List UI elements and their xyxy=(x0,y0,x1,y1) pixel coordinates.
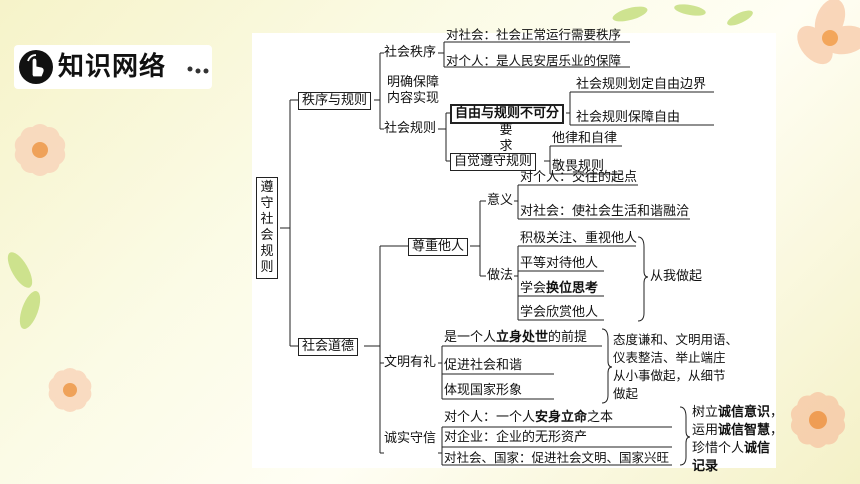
social-order-label: 社会秩序 xyxy=(384,45,437,60)
morality-node: 社会道德 xyxy=(298,338,359,356)
honesty-note-3-key: 诚信 xyxy=(744,441,771,456)
freedom-item-boundary: 社会规则划定自由边界 xyxy=(576,77,707,92)
honesty-note-3a: 珍惜个人 xyxy=(692,441,745,456)
flower-decoration-left xyxy=(7,124,92,412)
mind-map-connectors xyxy=(280,41,714,466)
civility-item-image: 体现国家形象 xyxy=(444,383,523,398)
meaning-item-individual: 对个人：交往的起点 xyxy=(520,170,638,185)
honesty-item-enterprise: 对企业：企业的无形资产 xyxy=(444,430,588,445)
observe-item-discipline: 他律和自律 xyxy=(552,131,618,146)
honesty-item-individual-a: 对个人：一个人 xyxy=(444,410,536,425)
section-badge: 知识网络 xyxy=(14,45,212,89)
social-rules-label: 社会规则 xyxy=(384,121,437,136)
honesty-note-1b: ， xyxy=(770,405,784,420)
page-title: 知识网络 xyxy=(58,52,167,82)
honesty-note-4-key: 记录 xyxy=(692,459,719,474)
method-item-empathy-prefix: 学会 xyxy=(520,281,547,296)
hand-pointer-icon xyxy=(19,50,53,84)
honesty-note-4: 记录 xyxy=(692,459,718,475)
guarantee-label: 保障实现 xyxy=(412,75,439,106)
order-rules-node: 秩序与规则 xyxy=(298,92,372,110)
order-item-individual: 对个人：是人民安居乐业的保障 xyxy=(446,53,622,68)
observe-rules-node: 自觉遵守规则 xyxy=(450,153,537,171)
order-item-society: 对社会：社会正常运行需要秩序 xyxy=(446,27,622,42)
honesty-note-2: 运用诚信智慧， xyxy=(692,423,783,439)
freedom-node: 自由与规则不可分 xyxy=(450,104,565,124)
freedom-item-guarantee: 社会规则保障自由 xyxy=(576,110,681,125)
honesty-note-2b: ， xyxy=(770,423,784,438)
civility-note-2: 仪表整洁、举止端庄 xyxy=(613,350,726,365)
flower-decoration-top-right xyxy=(797,0,860,65)
root-node: 遵守社会规则 xyxy=(256,177,278,279)
flower-decoration-bottom-right xyxy=(790,392,846,448)
honesty-item-individual-key: 安身立命 xyxy=(535,410,588,425)
method-label: 做法 xyxy=(487,268,514,283)
honesty-item-society: 对社会、国家：促进社会文明、国家兴旺 xyxy=(444,450,670,465)
civility-item-premise-b: 的前提 xyxy=(548,330,588,345)
leaf-decoration-top xyxy=(612,4,753,26)
honesty-note-1-key: 诚信意识 xyxy=(718,405,771,420)
honesty-note-1a: 树立 xyxy=(692,405,719,420)
require-label: 要求 xyxy=(499,123,513,154)
honesty-note-2-key: 诚信智慧 xyxy=(718,423,771,438)
honesty-note-3: 珍惜个人诚信 xyxy=(692,441,770,457)
meaning-label: 意义 xyxy=(487,193,514,208)
start-from-me: 从我做起 xyxy=(650,269,703,284)
meaning-item-society: 对社会：使社会生活和谐融洽 xyxy=(520,204,690,219)
clarify-label: 明确内容 xyxy=(386,75,413,106)
method-item-empathy: 学会换位思考 xyxy=(520,281,598,297)
respect-node: 尊重他人 xyxy=(408,238,469,256)
honesty-item-individual: 对个人：一个人安身立命之本 xyxy=(444,410,613,426)
method-item-attention: 积极关注、重视他人 xyxy=(520,231,638,246)
method-item-equal: 平等对待他人 xyxy=(520,256,599,271)
civility-item-premise-a: 是一个人 xyxy=(444,330,497,345)
civility-item-harmony: 促进社会和谐 xyxy=(444,358,523,373)
civility-label: 文明有礼 xyxy=(384,355,437,370)
method-item-empathy-key: 换位思考 xyxy=(546,281,599,296)
civility-item-premise: 是一个人立身处世的前提 xyxy=(444,330,587,346)
civility-note-3: 从小事做起，从细节 xyxy=(613,368,726,383)
civility-note-4: 做起 xyxy=(613,386,639,401)
honesty-note-2a: 运用 xyxy=(692,423,719,438)
mind-map-panel: 遵守社会规则 秩序与规则 社会秩序 对社会：社会正常运行需要秩序 对个人：是人民… xyxy=(252,27,783,474)
method-item-appreciate: 学会欣赏他人 xyxy=(520,305,599,320)
observe-item-awe: 敬畏规则 xyxy=(552,159,605,174)
honesty-note-1: 树立诚信意识， xyxy=(692,405,783,421)
honesty-item-individual-b: 之本 xyxy=(587,410,614,425)
dots-icon xyxy=(187,66,209,74)
honesty-label: 诚实守信 xyxy=(384,431,437,446)
civility-item-premise-key: 立身处世 xyxy=(496,330,549,345)
civility-note-1: 态度谦和、文明用语、 xyxy=(613,332,739,347)
